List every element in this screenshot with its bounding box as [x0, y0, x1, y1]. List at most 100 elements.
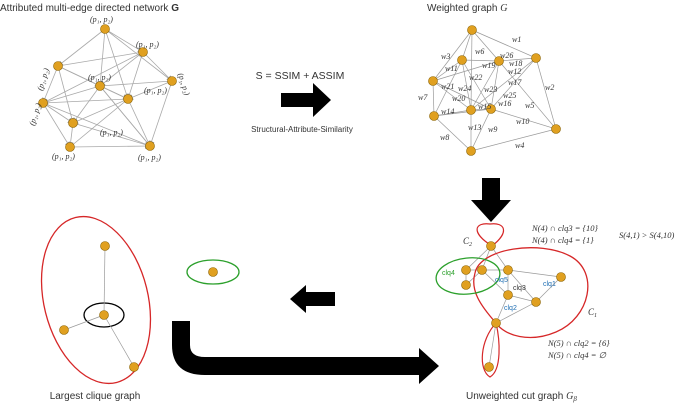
clique4-boundary	[435, 257, 501, 295]
weight-label: w8	[440, 133, 449, 142]
attribute-pair-label: (p₁, p₂)	[100, 128, 123, 137]
clique4-label: clq4	[442, 270, 455, 277]
attributed-network-panel: Attributed multi-edge directed network G	[0, 3, 192, 162]
largest-clique-title: Largest clique graph	[50, 391, 141, 402]
graph-node	[461, 280, 471, 290]
largest-clique-panel: Largest clique graph	[40, 215, 240, 402]
weight-label: w15	[478, 102, 491, 111]
weight-label: w3	[441, 52, 450, 61]
attribute-pair-labels: (p₁, p₂) (p₁, p₂) (p₁, p₂) (p₁, p₂) (p₁,…	[27, 15, 191, 162]
weight-label: w16	[498, 99, 511, 108]
weight-label: w20	[452, 94, 465, 103]
neighbourhood-annotations: N(4) ∩ clq3 = {10} N(4) ∩ clq4 = {1} S(4…	[531, 223, 674, 360]
cluster-c1-label: C1	[588, 307, 597, 319]
left-arrow	[290, 285, 335, 313]
clique5-label: clq5	[495, 277, 508, 284]
attributed-network-title: Attributed multi-edge directed network G	[0, 3, 179, 14]
attribute-pair-label: (p₁, p₂)	[88, 73, 111, 82]
graph-node	[491, 318, 501, 328]
weight-label: w5	[525, 101, 534, 110]
singleton-cluster-boundary	[186, 259, 240, 285]
graph-node	[484, 362, 494, 372]
weight-label: w7	[418, 93, 428, 102]
graph-node	[466, 146, 476, 156]
graph-node	[59, 325, 69, 335]
weight-label: w23	[484, 85, 497, 94]
graph-node	[100, 24, 110, 34]
graph-node	[167, 76, 177, 86]
weight-label: w11	[445, 64, 458, 73]
weight-label: w9	[488, 125, 497, 134]
graph-node	[68, 118, 78, 128]
weight-label: w19	[482, 61, 495, 70]
weight-label: w17	[508, 78, 522, 87]
weight-label: w2	[545, 83, 554, 92]
annotation-similarity: S(4,1) > S(4,10)	[619, 230, 674, 240]
graph-node	[531, 53, 541, 63]
largest-cluster-boundary	[40, 215, 152, 385]
annotation-n5-clq2: N(5) ∩ clq2 = {6}	[547, 338, 610, 348]
clique-labels: clq1 clq2 clq3 clq4 clq5	[442, 270, 556, 312]
graph-node	[100, 241, 110, 251]
attribute-pair-label: (p₁, p₂)	[144, 86, 167, 95]
attributed-network-nodes	[38, 24, 177, 152]
clique3-label: clq3	[513, 285, 526, 292]
weight-label: w1	[512, 35, 521, 44]
graph-node	[494, 56, 504, 66]
attributed-network-edges	[42, 28, 173, 150]
unweighted-cut-graph-panel: clq1 clq2 clq3 clq4 clq5 C2 C1 N(4) ∩ cl…	[435, 223, 674, 403]
clique2-label: clq2	[504, 305, 517, 312]
graph-node	[531, 297, 541, 307]
weight-label: w13	[468, 123, 481, 132]
weight-label: w26	[500, 51, 513, 60]
weight-label: w4	[515, 141, 524, 150]
clique1-label: clq1	[543, 281, 556, 288]
graph-node	[123, 94, 133, 104]
graph-node	[461, 265, 471, 275]
similarity-formula: S = SSIM + ASSIM	[256, 70, 345, 82]
graph-node	[457, 55, 467, 65]
graph-node	[38, 98, 48, 108]
graph-node	[486, 241, 496, 251]
graph-node	[466, 105, 476, 115]
graph-node	[129, 362, 139, 372]
graph-node	[208, 267, 218, 277]
cluster-c1-tail-loop	[481, 321, 500, 378]
graph-node	[556, 272, 566, 282]
cluster-c1-boundary	[473, 247, 589, 339]
graph-node	[99, 310, 109, 320]
graph-node	[467, 25, 477, 35]
attribute-pair-label: (p₁, p₂)	[138, 153, 161, 162]
graph-node	[145, 141, 155, 151]
graph-node	[486, 104, 496, 114]
weight-label: w24	[458, 84, 471, 93]
graph-node	[95, 81, 105, 91]
weight-label: w25	[503, 91, 516, 100]
edge-weight-labels: w1 w2 w3 w4 w5 w6 w7 w8 w9 w10 w11 w12 w…	[418, 35, 554, 150]
graph-node	[65, 142, 75, 152]
cut-graph-nodes	[461, 241, 566, 372]
graph-node	[138, 47, 148, 57]
graph-node	[53, 61, 63, 71]
attribute-pair-label: (p₁, p₂)	[136, 40, 159, 49]
weighted-graph-edges	[432, 29, 557, 152]
weight-label: w21	[441, 82, 454, 91]
attribute-pair-label: (p₁, p₂)	[52, 152, 75, 161]
graph-node	[429, 111, 439, 121]
graph-node	[428, 76, 438, 86]
graph-node	[477, 265, 487, 275]
similarity-step: S = SSIM + ASSIM Structural-Attribute-Si…	[251, 70, 353, 134]
weighted-graph-title: Weighted graph G	[427, 3, 507, 14]
attribute-pair-label: (p₁, p₂)	[176, 72, 192, 97]
weighted-graph-nodes	[428, 25, 561, 156]
annotation-n4-clq3: N(4) ∩ clq3 = {10}	[531, 223, 598, 233]
annotation-n4-clq4: N(4) ∩ clq4 = {1}	[531, 235, 594, 245]
similarity-caption: Structural-Attribute-Similarity	[251, 125, 353, 134]
attribute-pair-label: (p₁, p₂)	[90, 15, 113, 24]
annotation-n5-clq4: N(5) ∩ clq4 = ∅	[547, 350, 607, 360]
graph-node	[503, 290, 513, 300]
graph-node	[551, 124, 561, 134]
attribute-pair-label: (p₁, p₂)	[27, 102, 43, 127]
unweighted-cut-graph-title: Unweighted cut graph Gβ	[466, 391, 577, 403]
